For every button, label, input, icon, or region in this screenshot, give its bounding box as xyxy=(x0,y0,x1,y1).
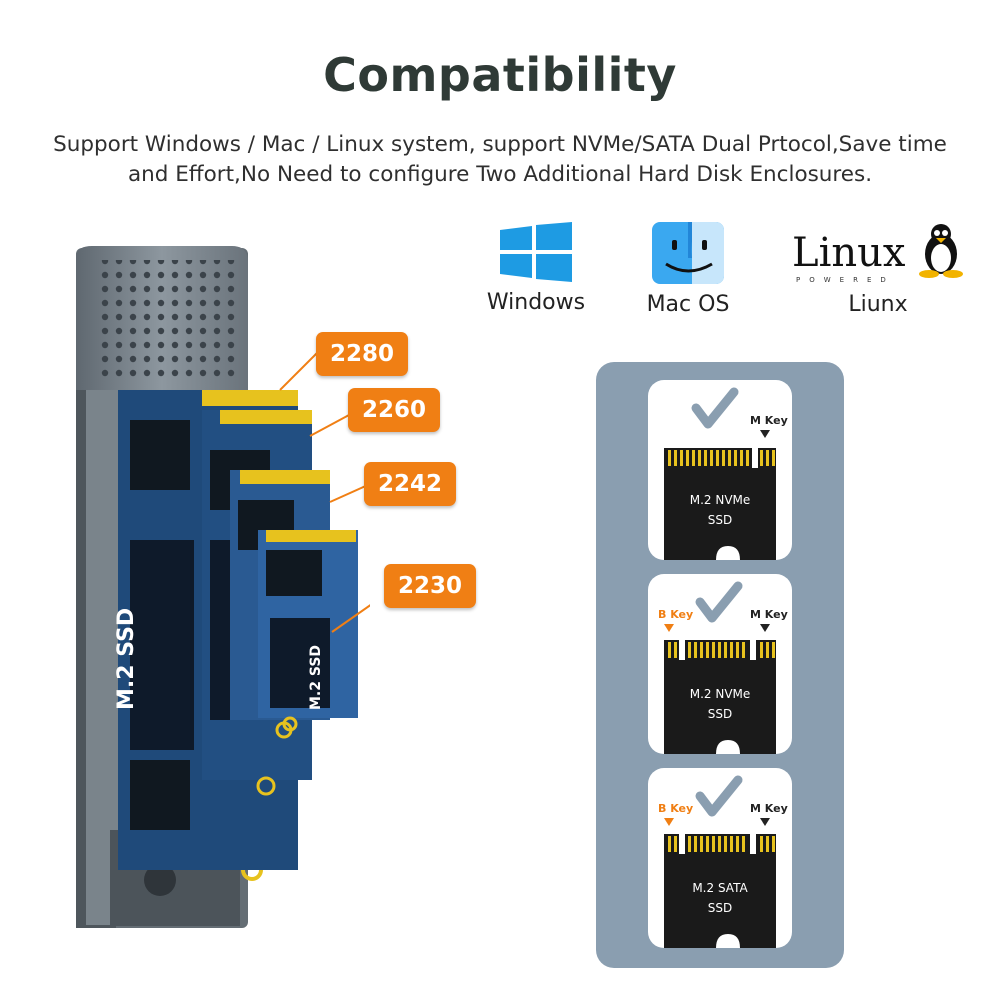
size-badge-2280: 2280 xyxy=(316,332,408,376)
m-key-label: M Key xyxy=(750,414,788,427)
linux-logo-sub: POWERED xyxy=(796,276,895,284)
b-key-label: B Key xyxy=(658,802,694,815)
card-line2: SSD xyxy=(707,901,733,915)
size-badge-2230: 2230 xyxy=(384,564,476,608)
m-key-label: M Key xyxy=(750,802,788,815)
m2-connector-icon xyxy=(664,775,776,948)
page-title: Compatibility xyxy=(323,48,677,102)
size-badge-2260: 2260 xyxy=(348,388,440,432)
size-badge-2242: 2242 xyxy=(364,462,456,506)
card-line1: M.2 SATA xyxy=(692,881,748,895)
card-line1: M.2 NVMe xyxy=(689,687,751,701)
os-label-macos: Mac OS xyxy=(646,292,730,317)
m2-connector-icon xyxy=(664,581,776,754)
card-line2: SSD xyxy=(707,707,733,721)
linux-logo-word: Linux xyxy=(792,230,906,276)
os-label-linux: Liunx xyxy=(848,292,908,317)
b-key-label: B Key xyxy=(658,608,694,621)
card-line1: M.2 NVMe xyxy=(689,493,751,507)
m-key-label: M Key xyxy=(750,608,788,621)
finder-face-icon xyxy=(652,222,724,288)
card-line2: SSD xyxy=(707,513,733,527)
linux-tux-logo-icon: Linux POWERED xyxy=(790,224,970,286)
windows-logo-icon xyxy=(500,222,572,286)
m2-connector-icon xyxy=(664,387,776,560)
page-subtitle: Support Windows / Mac / Linux system, su… xyxy=(53,132,947,187)
ssd-label-large: M.2 SSD xyxy=(114,607,139,710)
ssd-label-small: M.2 SSD xyxy=(308,644,324,710)
key-card-sata-bm: B Key M Key M.2 SATA SSD xyxy=(648,768,792,948)
key-compatibility-panel: M Key M.2 NVMe SSD B Key M Key M.2 NVMe … xyxy=(596,362,844,968)
key-card-nvme-bm: B Key M Key M.2 NVMe SSD xyxy=(648,574,792,754)
key-card-nvme-m: M Key M.2 NVMe SSD xyxy=(648,380,792,560)
os-label-windows: Windows xyxy=(486,290,586,315)
enclosure-illustration: M.2 SSD M.2 SSD xyxy=(70,240,393,940)
